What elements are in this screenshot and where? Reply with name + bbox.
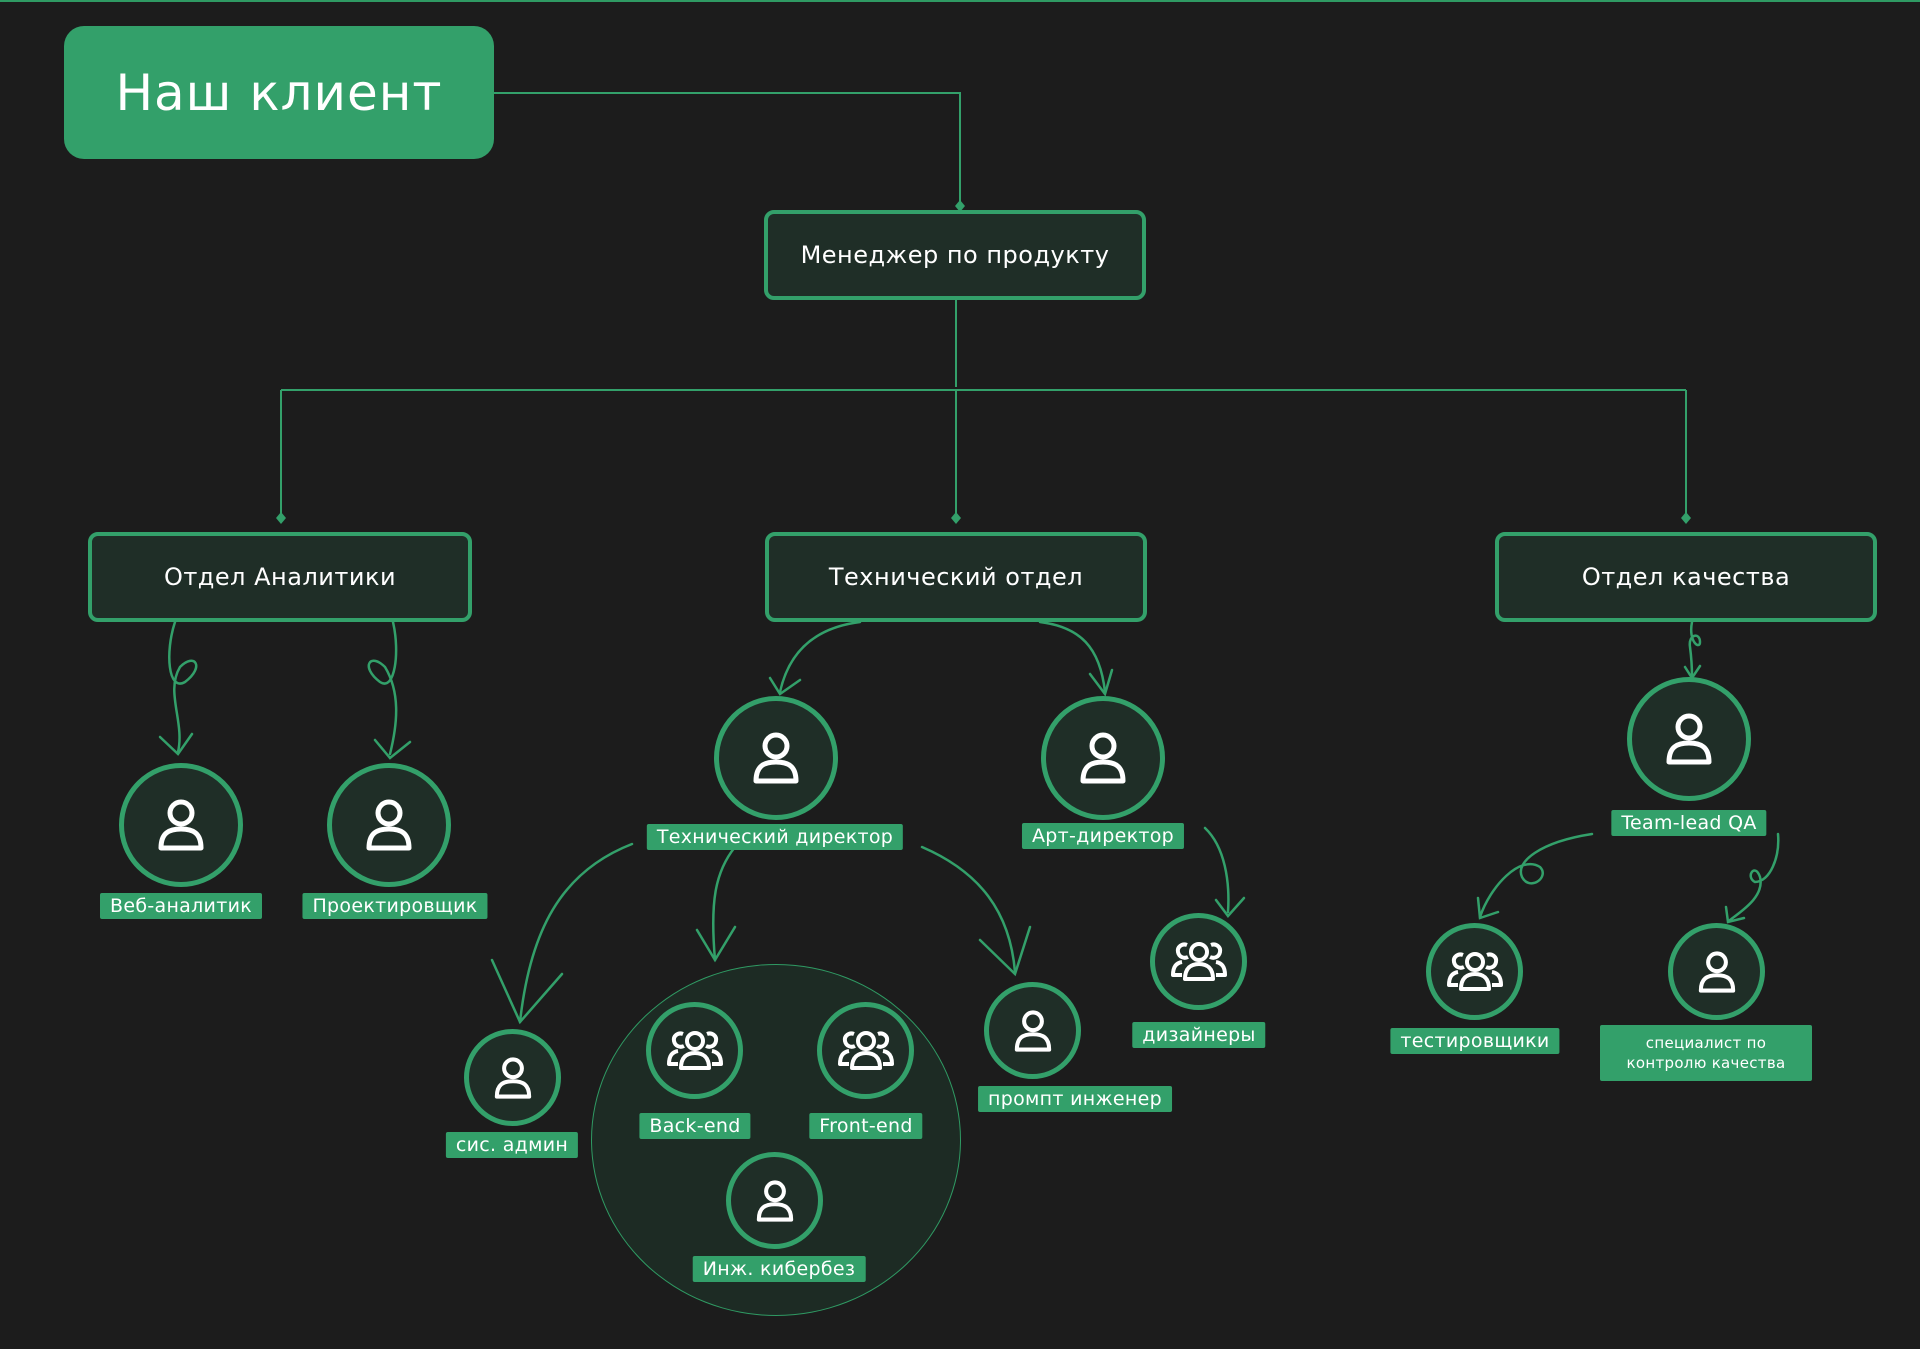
quality-department-box: Отдел качества — [1495, 532, 1877, 622]
web-analyst-node — [119, 763, 243, 887]
tech-director-node — [714, 696, 838, 820]
backend-node — [646, 1002, 743, 1099]
person-icon — [158, 799, 204, 851]
arrow-teamlead-testers — [1478, 832, 1594, 919]
arrow-director-prompt — [920, 845, 1017, 974]
designer-pro-node — [327, 763, 451, 887]
art-director-label: Арт-директор — [1021, 823, 1185, 849]
arrow-head-teamlead-qc — [1724, 905, 1746, 924]
connector-title-manager — [494, 92, 961, 202]
group-icon — [666, 1030, 723, 1070]
teamlead-qa-label: Team-lead QA — [1611, 810, 1767, 836]
frontend-label: Front-end — [809, 1113, 923, 1139]
qc-specialist-label: специалист по контролю качества — [1600, 1025, 1812, 1081]
person-icon — [1666, 713, 1712, 765]
teamlead-qa-node — [1627, 677, 1751, 801]
arrow-tech-art — [1038, 620, 1107, 694]
arrow-tip-quality — [1681, 512, 1691, 524]
person-icon — [494, 1056, 531, 1099]
arrow-head-art-designers — [1214, 896, 1246, 918]
person-icon — [756, 1179, 793, 1222]
client-title: Наш клиент — [64, 26, 494, 159]
arrow-tech-director — [778, 620, 862, 694]
arrow-head-teamlead-testers — [1476, 896, 1500, 920]
arrow-head-director-prompt — [978, 925, 1032, 977]
group-icon — [1446, 951, 1503, 991]
arrow-head-director-sysadmin — [490, 958, 564, 1025]
prompt-engineer-node — [984, 982, 1081, 1079]
arrow-tip-technical — [951, 512, 961, 524]
arrow-quality-teamlead — [1688, 620, 1702, 679]
testers-label: тестировщики — [1390, 1028, 1560, 1054]
arrow-analytics-pro — [367, 620, 398, 756]
person-icon — [366, 799, 412, 851]
web-analyst-label: Веб-аналитик — [100, 893, 262, 919]
arrow-tip-analytics — [276, 512, 286, 524]
arrow-director-group — [711, 845, 737, 962]
arrow-head-tech-art — [1088, 668, 1114, 697]
arrow-analytics-web — [168, 620, 198, 754]
arrow-director-sysadmin — [518, 842, 634, 1024]
tech-director-label: Технический директор — [646, 824, 904, 850]
designers-node — [1150, 913, 1247, 1010]
product-manager-box: Менеджер по продукту — [764, 210, 1146, 300]
person-icon — [753, 732, 799, 784]
person-icon — [1698, 950, 1735, 993]
sysadmin-label: сис. админ — [445, 1132, 579, 1158]
art-director-node — [1041, 696, 1165, 820]
testers-node — [1426, 923, 1523, 1020]
arrow-head-tech-director — [768, 676, 802, 696]
backend-label: Back-end — [639, 1113, 751, 1139]
designers-label: дизайнеры — [1132, 1022, 1266, 1048]
group-icon — [837, 1030, 894, 1070]
person-icon — [1014, 1009, 1051, 1052]
arrow-teamlead-qc — [1728, 832, 1780, 922]
person-icon — [1080, 732, 1126, 784]
arrow-head-analytics-pro — [373, 738, 412, 760]
prompt-engineer-label: промпт инженер — [978, 1086, 1172, 1112]
qc-specialist-node — [1668, 923, 1765, 1020]
analytics-department-box: Отдел Аналитики — [88, 532, 472, 622]
cybersec-node — [726, 1152, 823, 1249]
arrow-head-analytics-web — [158, 732, 194, 756]
sysadmin-node — [464, 1029, 561, 1126]
group-icon — [1170, 941, 1227, 981]
technical-department-box: Технический отдел — [765, 532, 1147, 622]
arrow-art-designers — [1203, 826, 1230, 914]
arrow-head-director-group — [695, 925, 737, 963]
cybersec-label: Инж. кибербез — [692, 1256, 866, 1282]
frontend-node — [817, 1002, 914, 1099]
designer-pro-label: Проектировщик — [302, 893, 488, 919]
